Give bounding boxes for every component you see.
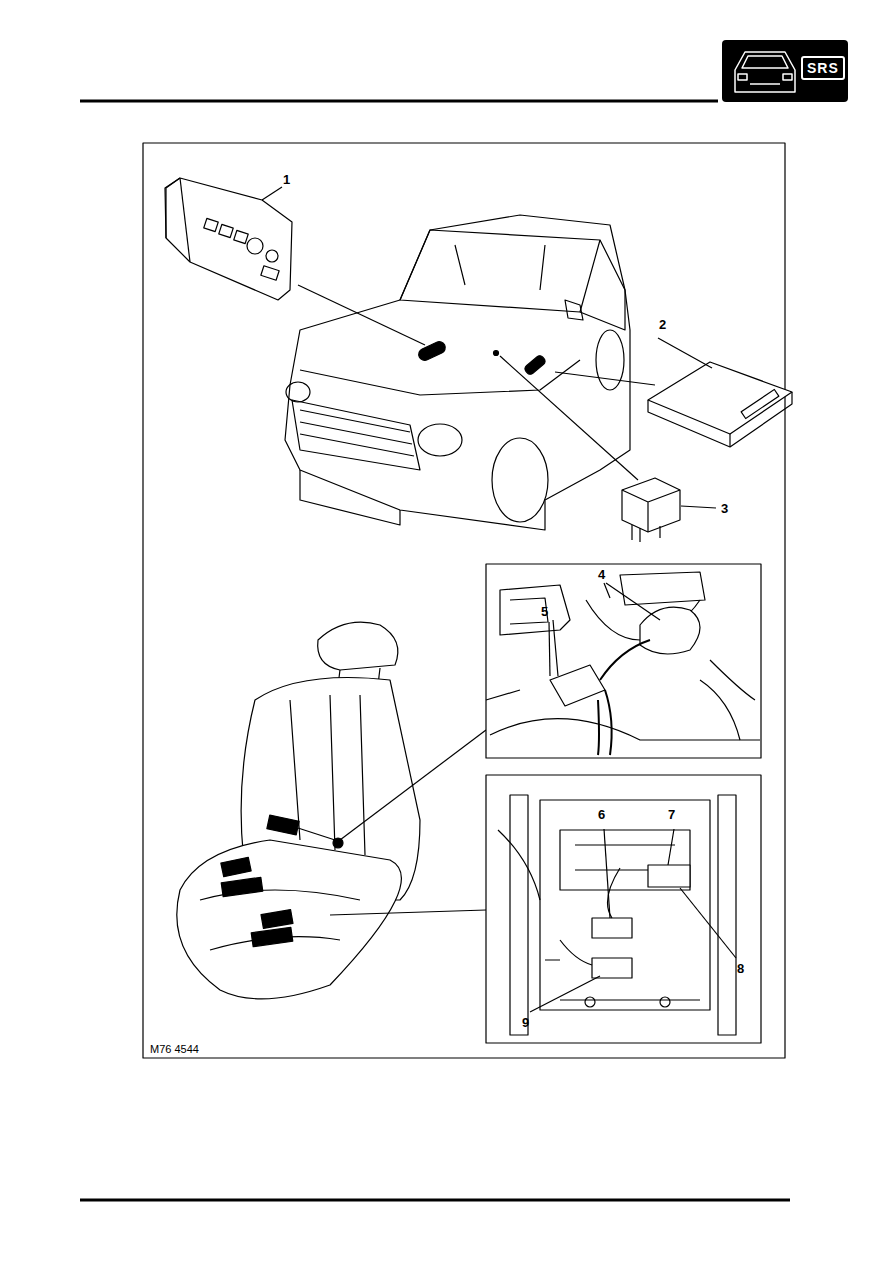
relay <box>622 478 680 542</box>
callout-number: 9 <box>522 1016 529 1029</box>
badge-text: SRS <box>807 61 839 75</box>
callout-number: 8 <box>737 962 744 975</box>
leader-lines <box>262 187 716 508</box>
vehicle <box>285 215 630 530</box>
header-rule <box>80 100 718 103</box>
switch-module <box>165 178 292 300</box>
control-module <box>648 362 792 447</box>
seat <box>177 622 486 999</box>
badge-box: SRS <box>801 56 845 80</box>
section-icon <box>722 40 848 102</box>
figure-frame <box>143 143 785 1058</box>
inset-seat-base <box>486 775 761 1043</box>
callout-number: 7 <box>668 808 675 821</box>
callout-number: 4 <box>598 568 605 581</box>
callout-number: 5 <box>541 605 548 618</box>
callout-number: 1 <box>283 173 290 186</box>
figure-code: M76 4544 <box>150 1044 199 1055</box>
icon-car <box>735 52 795 92</box>
callout-number: 3 <box>721 502 728 515</box>
inset-leaders <box>549 583 610 676</box>
callout-number: 6 <box>598 808 605 821</box>
callout-number: 2 <box>659 318 666 331</box>
footer-rule <box>80 1199 790 1202</box>
inset-seat-back <box>486 564 761 758</box>
